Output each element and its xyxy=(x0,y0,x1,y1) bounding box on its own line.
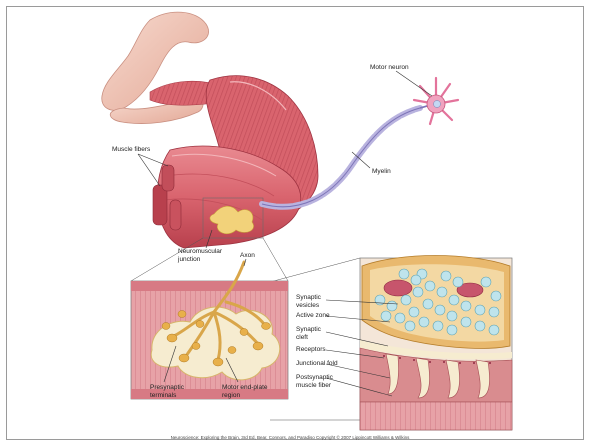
label-myelin: Myelin xyxy=(372,168,391,176)
synaptic-vesicle xyxy=(423,299,433,309)
synaptic-vesicle xyxy=(489,325,499,335)
label-neuromuscular-junction: Neuromuscular junction xyxy=(178,248,222,264)
synaptic-vesicle xyxy=(405,321,415,331)
synaptic-vesicle xyxy=(425,281,435,291)
synaptic-vesicle xyxy=(441,271,451,281)
synaptic-vesicle xyxy=(381,311,391,321)
synaptic-vesicle xyxy=(475,321,485,331)
label-presynaptic-terminals: Presynaptic terminals xyxy=(150,384,184,400)
synaptic-vesicle xyxy=(447,325,457,335)
label-active-zone: Active zone xyxy=(296,312,330,320)
label-postsynaptic-muscle-fiber: Postsynaptic muscle fiber xyxy=(296,374,333,390)
synaptic-vesicle xyxy=(461,301,471,311)
synaptic-vesicle xyxy=(411,275,421,285)
synaptic-vesicle xyxy=(395,313,405,323)
synaptic-vesicle xyxy=(475,305,485,315)
label-receptors: Receptors xyxy=(296,346,326,354)
label-synaptic-cleft: Synaptic cleft xyxy=(296,326,321,342)
arm-illustration xyxy=(102,12,225,123)
synaptic-vesicle xyxy=(449,295,459,305)
synaptic-vesicle xyxy=(399,269,409,279)
synaptic-vesicle xyxy=(401,295,411,305)
synaptic-vesicle xyxy=(437,287,447,297)
synaptic-vesicle xyxy=(481,277,491,287)
synaptic-vesicle xyxy=(489,307,499,317)
synaptic-vesicle xyxy=(461,317,471,327)
label-motor-end-plate: Motor end-plate region xyxy=(222,384,268,400)
synaptic-vesicle xyxy=(433,321,443,331)
motor-neuron-cell xyxy=(414,78,458,124)
label-synaptic-vesicles: Synaptic vesicles xyxy=(296,294,321,310)
synaptic-vesicle xyxy=(419,317,429,327)
synaptic-vesicle xyxy=(447,311,457,321)
copyright-credit: Neuroscience: Exploring the Brain, 3rd E… xyxy=(90,435,490,440)
synaptic-vesicle xyxy=(409,307,419,317)
label-axon: Axon xyxy=(240,252,255,260)
label-motor-neuron: Motor neuron xyxy=(370,64,409,72)
endplate-inset xyxy=(131,262,288,399)
synapse-inset xyxy=(360,256,512,431)
synaptic-vesicle xyxy=(387,301,397,311)
synaptic-vesicle xyxy=(375,295,385,305)
synaptic-vesicle xyxy=(453,277,463,287)
synaptic-vesicle xyxy=(491,291,501,301)
label-junctional-fold: Junctional fold xyxy=(296,360,338,368)
synaptic-vesicle xyxy=(435,305,445,315)
synaptic-vesicle xyxy=(413,287,423,297)
label-muscle-fibers: Muscle fibers xyxy=(112,146,150,154)
